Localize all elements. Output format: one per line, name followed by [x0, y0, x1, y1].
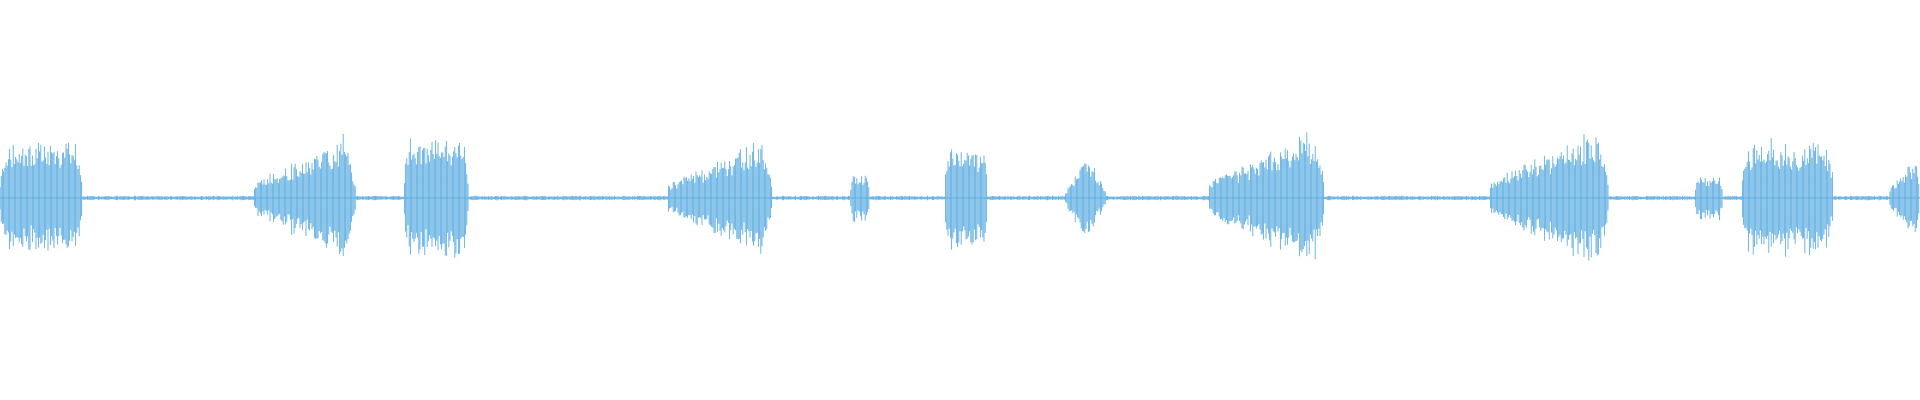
waveform-trace — [0, 132, 1920, 261]
